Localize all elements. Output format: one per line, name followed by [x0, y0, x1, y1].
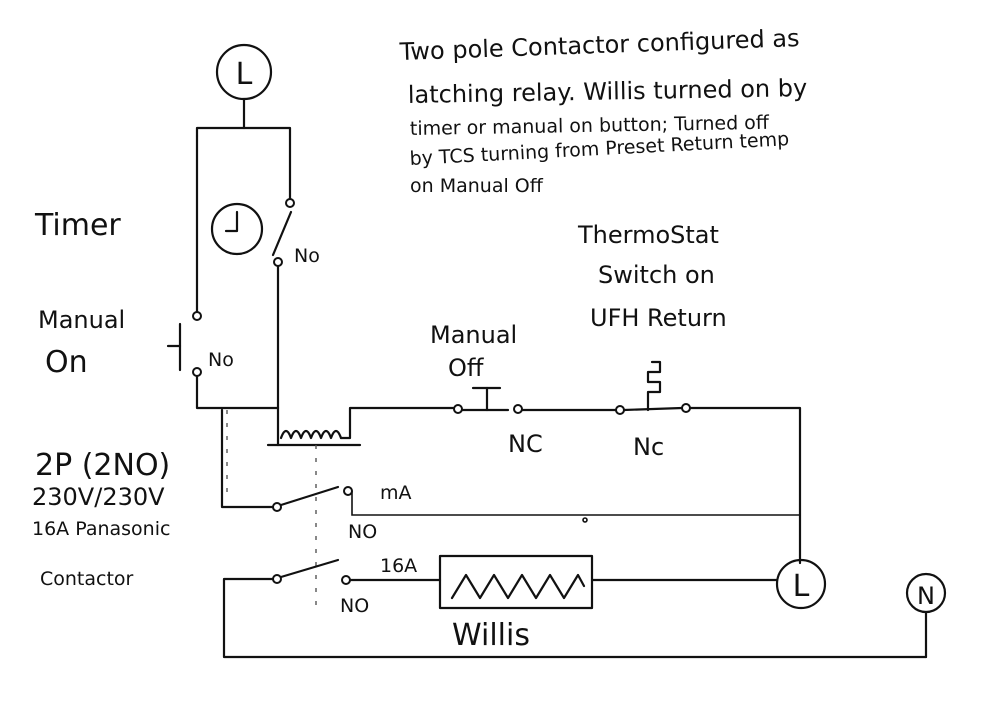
- contactor-coil: [266, 406, 457, 447]
- tcs-label-2: Switch on: [598, 261, 715, 289]
- note-line-5: on Manual Off: [410, 175, 544, 197]
- rating-label: 16A: [380, 555, 417, 577]
- manual-off-terminal-right: [513, 404, 523, 414]
- manual-on-button: Manual On No: [38, 134, 280, 410]
- contactor-details: 2P (2NO) 230V/230V 16A Panasonic Contact…: [32, 448, 170, 590]
- timer-clock-icon: [210, 202, 264, 256]
- top-bus-wire: [195, 126, 292, 207]
- neutral-supply: N: [905, 572, 947, 659]
- manual-on-terminal-top: [192, 311, 202, 321]
- contact-1-blade: [279, 485, 340, 507]
- timer-label: Timer: [34, 208, 121, 243]
- contact-2: NO 16A: [272, 555, 442, 617]
- ma-label: mA: [380, 482, 412, 504]
- timer-contact-terminal-bottom: [273, 257, 283, 267]
- manual-off-label-2: Off: [448, 354, 484, 382]
- note-line-1: Two pole Contactor configured as: [398, 24, 800, 66]
- manual-off-terminal-left: [453, 404, 463, 414]
- manual-on-terminal-bottom: [192, 367, 202, 377]
- tcs-label-1: ThermoStat: [577, 221, 719, 249]
- live-top-label: L: [236, 57, 253, 92]
- timer-no-label: No: [294, 245, 320, 267]
- tcs-blade: [622, 406, 684, 412]
- thermostat-switch: ThermoStat Switch on UFH Return Nc: [577, 221, 727, 461]
- description-note: Two pole Contactor configured as latchin…: [398, 24, 807, 197]
- timer: Timer No: [34, 198, 320, 267]
- tcs-nc-label: Nc: [633, 433, 664, 461]
- coil-winding-icon: [279, 429, 343, 440]
- neutral-label: N: [917, 582, 935, 610]
- control-return-wire: [688, 406, 802, 565]
- contact-1: mA NO: [220, 408, 801, 543]
- contactor-label-3: 16A Panasonic: [32, 518, 170, 540]
- contactor-label-1: 2P (2NO): [35, 448, 170, 483]
- heater-body: [438, 554, 594, 610]
- willis-heater: Willis: [438, 554, 594, 653]
- tcs-terminal-left: [615, 405, 625, 415]
- manual-on-label-1: Manual: [38, 306, 125, 334]
- heating-element-icon: [450, 573, 586, 600]
- neutral-return-wire: [222, 577, 928, 659]
- manual-on-no-label: No: [208, 349, 234, 371]
- contact-1-no-label: NO: [348, 521, 377, 543]
- contact-2-blade: [279, 558, 340, 579]
- live-supply-top: L: [215, 43, 273, 130]
- timer-contact-terminal-top: [285, 198, 295, 208]
- heater-label: Willis: [452, 618, 530, 653]
- live-right-label: L: [793, 569, 810, 604]
- manual-off-nc-label: NC: [508, 430, 543, 458]
- tcs-terminal-right: [681, 403, 691, 413]
- live-supply-right: L: [775, 558, 827, 610]
- contactor-label-4: Contactor: [40, 568, 134, 590]
- contactor-label-2: 230V/230V: [32, 483, 165, 511]
- live-circle-right: [775, 558, 827, 610]
- manual-off-label-1: Manual: [430, 321, 517, 349]
- manual-off-button: Manual Off NC: [430, 321, 543, 458]
- note-line-2: latching relay. Willis turned on by: [408, 74, 808, 109]
- manual-on-label-2: On: [45, 345, 88, 380]
- contact-2-no-label: NO: [340, 595, 369, 617]
- thermostat-bellows-icon: [646, 360, 662, 412]
- timer-contact-blade: [271, 210, 293, 257]
- tcs-label-3: UFH Return: [590, 304, 727, 332]
